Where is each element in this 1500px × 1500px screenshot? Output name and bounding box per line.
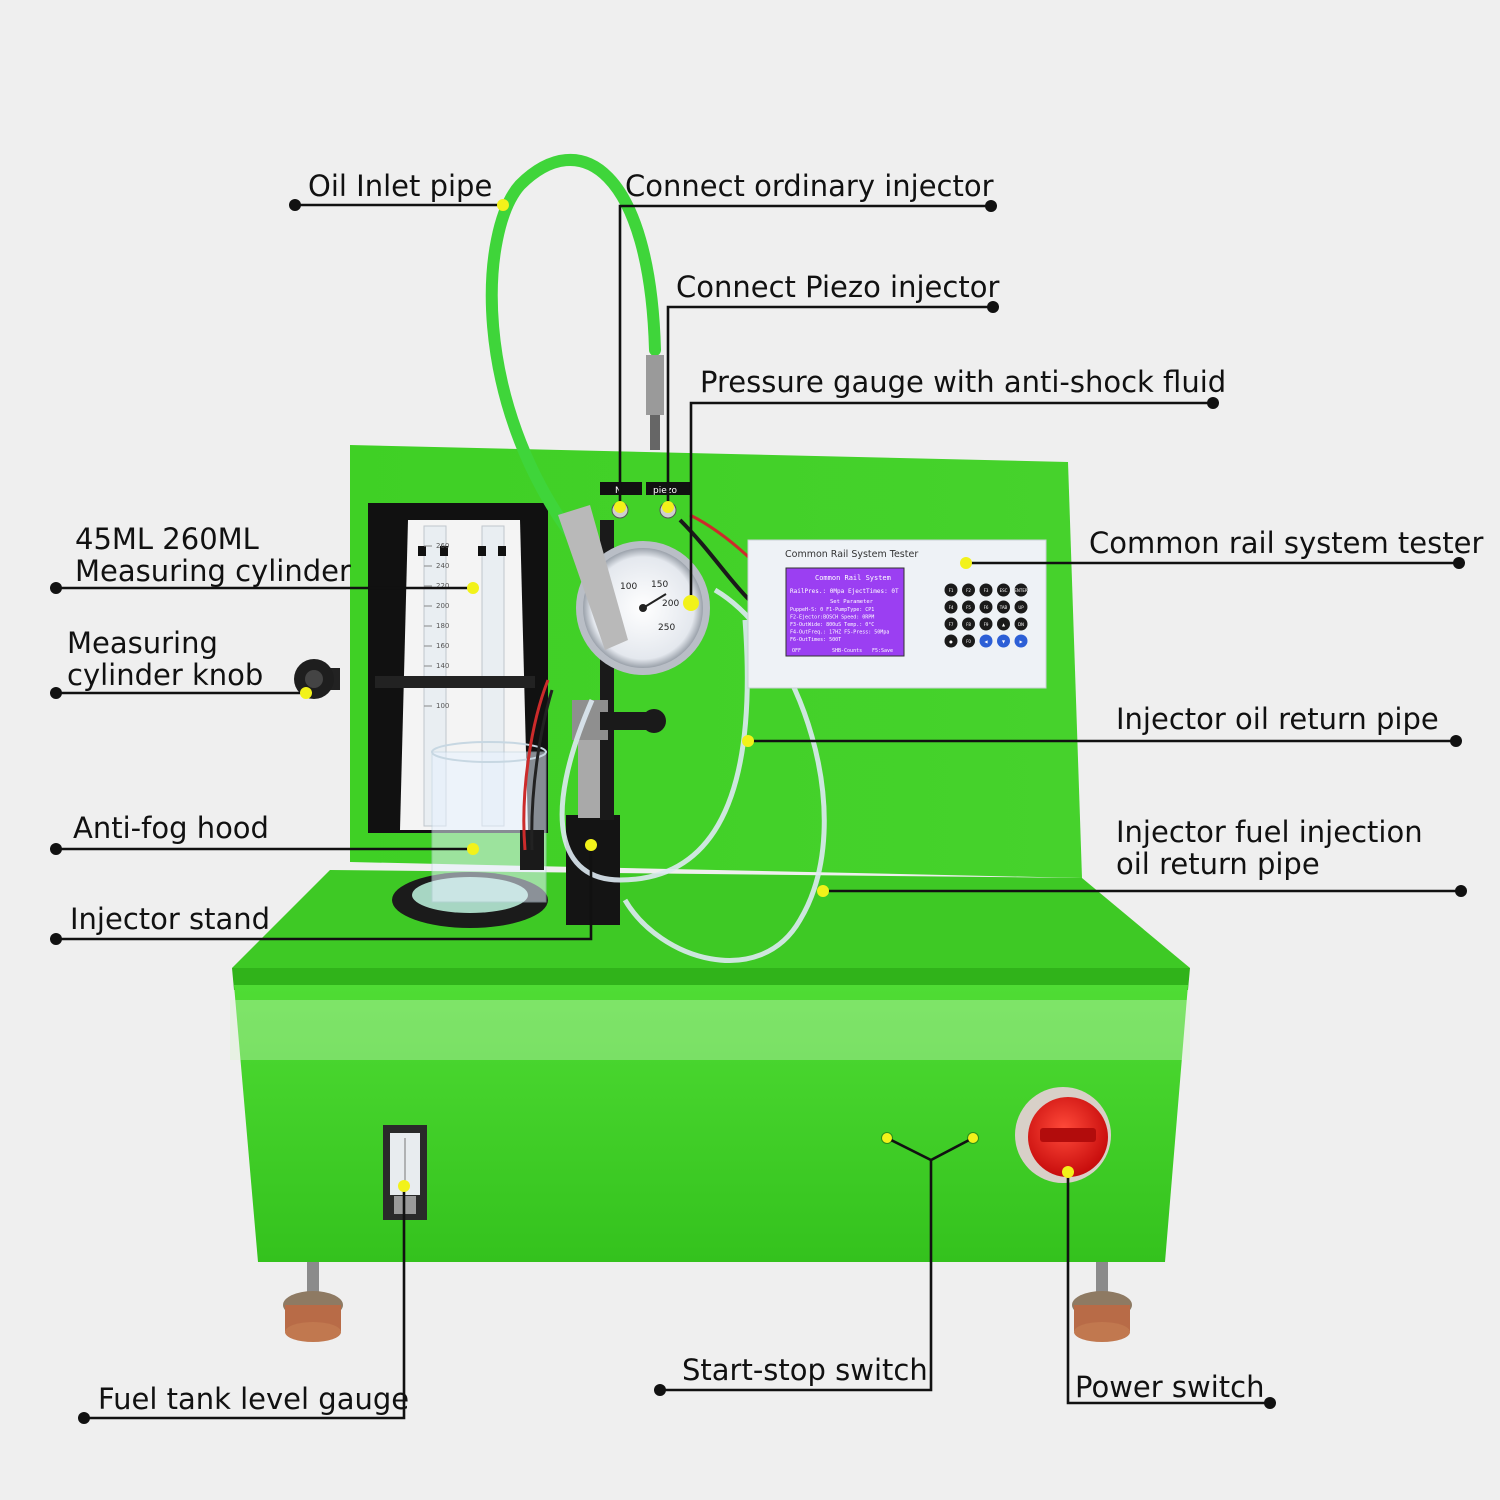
svg-text:100: 100 <box>620 582 637 592</box>
leader-lines <box>56 203 1461 1420</box>
keypad-key-label: F0 <box>966 639 971 644</box>
svg-text:piezo: piezo <box>653 486 677 496</box>
keypad-key-label: F1 <box>949 588 954 593</box>
keypad-key[interactable] <box>979 634 993 648</box>
keypad-key[interactable] <box>962 617 975 631</box>
keypad-key[interactable] <box>962 634 975 648</box>
screen-param-line: PuppeH-S: 0 F1-PumpType: CP1 <box>790 607 874 613</box>
end-dots <box>50 199 1467 1424</box>
top-deck <box>232 870 1190 968</box>
beaker <box>431 751 547 903</box>
label-measuring-cylinder: Measuring cylinder <box>75 554 351 588</box>
label-connect-piezo-injector: Connect Piezo injector <box>676 270 1000 304</box>
label-fuel-injection-line2: oil return pipe <box>1116 847 1320 881</box>
label-fuel-tank-level-gauge: Fuel tank level gauge <box>98 1382 410 1416</box>
screen-param-line: F6-OutTimes: 500T <box>790 637 841 643</box>
keypad-key-label: F7 <box>949 622 954 627</box>
cylinder-scale-label: 140 <box>436 662 449 670</box>
label-oil-inlet-pipe: Oil Inlet pipe <box>308 169 493 203</box>
cylinder-scale-label: 180 <box>436 622 449 630</box>
label-injector-oil-return-pipe: Injector oil return pipe <box>1116 702 1439 736</box>
keypad-key[interactable] <box>944 583 958 597</box>
label-common-rail-tester: Common rail system tester <box>1089 526 1484 560</box>
keypad-key-label: ◀ <box>984 639 988 644</box>
keypad-key-label: ENTER <box>1014 588 1027 593</box>
power-switch-graphic <box>1015 1087 1111 1183</box>
keypad-key-label: ▶ <box>1019 639 1023 644</box>
screen-param-line: F3-OutWide: 800uS Temp.: 0°C <box>790 622 874 628</box>
keypad-key[interactable] <box>962 583 975 597</box>
screen-footer-item: SHB-Counts <box>832 648 862 654</box>
screen-footer-item: F5:Save <box>872 648 893 654</box>
left-foot <box>283 1262 343 1342</box>
keypad-key[interactable] <box>1014 617 1028 631</box>
keypad-key-label: F3 <box>984 588 989 593</box>
cylinder-scale-label: 220 <box>436 582 449 590</box>
keypad-key[interactable] <box>997 583 1010 597</box>
screen-footer-item: OFF <box>792 648 801 654</box>
screen-param-line: F4-OutFreq.: 17HZ F5-Press: 50Mpa <box>790 630 889 636</box>
keypad-key-label: DN <box>1018 622 1024 627</box>
keypad-key-label: UP <box>1018 605 1024 610</box>
label-measuring-cylinder-size: 45ML 260ML <box>75 522 259 556</box>
svg-text:RailPres.: 0Mpa: RailPres.: 0Mpa <box>790 588 845 595</box>
label-injector-stand: Injector stand <box>70 902 271 936</box>
inlet-hose <box>485 154 661 546</box>
right-foot <box>1072 1262 1132 1342</box>
keypad-key[interactable] <box>979 600 993 614</box>
cylinder-scale-label: 240 <box>436 562 449 570</box>
svg-text:EjectTimes: 0T: EjectTimes: 0T <box>848 588 899 595</box>
keypad-key-label: F8 <box>966 622 971 627</box>
screen-param-line: F2-Ejector:BOSCH Speed: 0RPM <box>790 615 874 621</box>
injector-stand-graphic <box>520 520 666 925</box>
keypad-key-label: F9 <box>984 622 989 627</box>
keypad-key[interactable] <box>944 617 958 631</box>
keypad-key-label: F4 <box>949 605 954 610</box>
cylinder-scale-label: 200 <box>436 602 449 610</box>
keypad-key[interactable] <box>979 583 993 597</box>
svg-text:Common Rail System Tester: Common Rail System Tester <box>785 549 918 560</box>
cylinder-scale-label: 100 <box>436 702 449 710</box>
label-fuel-injection-line1: Injector fuel injection <box>1116 815 1423 849</box>
keypad-key[interactable] <box>1014 583 1028 597</box>
label-power-switch: Power switch <box>1075 1370 1265 1404</box>
keypad-key-label: ESC <box>1000 588 1008 593</box>
keypad-key-label: TAB <box>999 605 1008 610</box>
keypad-key-label: ▼ <box>1002 639 1006 644</box>
label-knob-line1: Measuring <box>67 626 218 660</box>
keypad-key[interactable] <box>997 600 1010 614</box>
keypad-key-label: F6 <box>984 605 989 610</box>
keypad-key[interactable] <box>997 634 1010 648</box>
svg-text:250: 250 <box>658 623 675 633</box>
svg-text:200: 200 <box>662 599 679 609</box>
keypad-key-label: F5 <box>966 605 971 610</box>
svg-text:N: N <box>615 486 622 496</box>
base-box <box>234 985 1188 1262</box>
label-start-stop-switch: Start-stop switch <box>682 1353 928 1387</box>
keypad-key[interactable] <box>1014 600 1028 614</box>
svg-text:150: 150 <box>651 580 668 590</box>
svg-text:Common Rail System: Common Rail System <box>815 574 891 582</box>
cylinder-scale-label: 260 <box>436 542 449 550</box>
keypad-key-label: ▲ <box>1002 622 1006 627</box>
keypad-key[interactable] <box>997 617 1010 631</box>
keypad-key-label: F2 <box>966 588 971 593</box>
lcd-screen <box>785 567 905 657</box>
keypad-key[interactable] <box>1014 634 1028 648</box>
callout-dots <box>300 199 1074 1192</box>
keypad-key[interactable] <box>944 634 958 648</box>
label-connect-ordinary-injector: Connect ordinary injector <box>625 169 994 203</box>
svg-text:Set Parameter: Set Parameter <box>830 599 874 605</box>
keypad-key[interactable] <box>944 600 958 614</box>
keypad-key[interactable] <box>962 600 975 614</box>
label-pressure-gauge: Pressure gauge with anti-shock fluid <box>700 365 1227 399</box>
cylinder-scale-label: 160 <box>436 642 449 650</box>
keypad-key-label: ● <box>949 639 953 644</box>
keypad-key[interactable] <box>979 617 993 631</box>
label-anti-fog-hood: Anti-fog hood <box>73 811 269 845</box>
tester-panel-graphic: Common Rail System Tester Common Rail Sy… <box>747 539 1047 689</box>
label-knob-line2: cylinder knob <box>67 658 264 692</box>
